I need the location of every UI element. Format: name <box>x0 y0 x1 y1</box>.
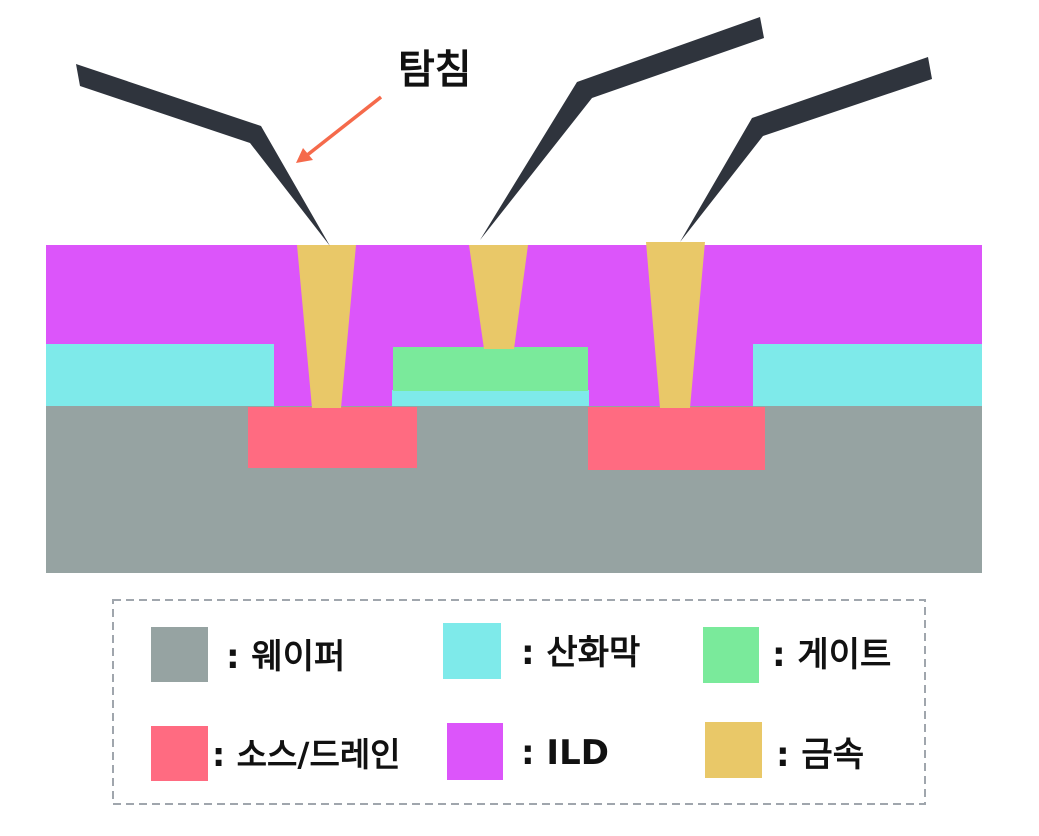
probe-right <box>680 57 932 242</box>
source-region <box>248 407 417 468</box>
legend-box <box>112 599 926 805</box>
metal-contact-drain <box>646 242 705 408</box>
legend-label-metal: : 금속 <box>776 735 864 775</box>
metal-contact-gate <box>469 245 528 349</box>
metal-contact-source <box>297 245 356 408</box>
probe-label: 탐침 <box>398 47 472 93</box>
probe-middle <box>480 17 764 240</box>
oxide-right <box>753 344 982 410</box>
drain-region <box>588 407 765 470</box>
legend-label-ild: : ILD <box>521 733 609 773</box>
gate-oxide <box>392 390 589 410</box>
legend-swatch-metal <box>705 722 762 778</box>
legend-label-source-drain: : 소스/드레인 <box>212 735 401 774</box>
probe-arrow-shaft <box>304 95 383 158</box>
legend-label-gate: : 게이트 <box>772 635 891 675</box>
legend-label-oxide: : 산화막 <box>521 633 640 673</box>
legend-swatch-ild <box>447 723 503 780</box>
gate <box>393 347 588 391</box>
legend-label-wafer: : 웨이퍼 <box>226 637 345 677</box>
probe-left <box>76 64 330 246</box>
wafer <box>46 406 982 573</box>
legend-swatch-oxide <box>443 623 501 679</box>
oxide-left <box>46 344 274 410</box>
legend-swatch-wafer <box>151 627 208 682</box>
legend-swatch-source-drain <box>151 726 208 781</box>
legend-swatch-gate <box>703 627 759 683</box>
probe-arrow-head <box>296 148 313 163</box>
